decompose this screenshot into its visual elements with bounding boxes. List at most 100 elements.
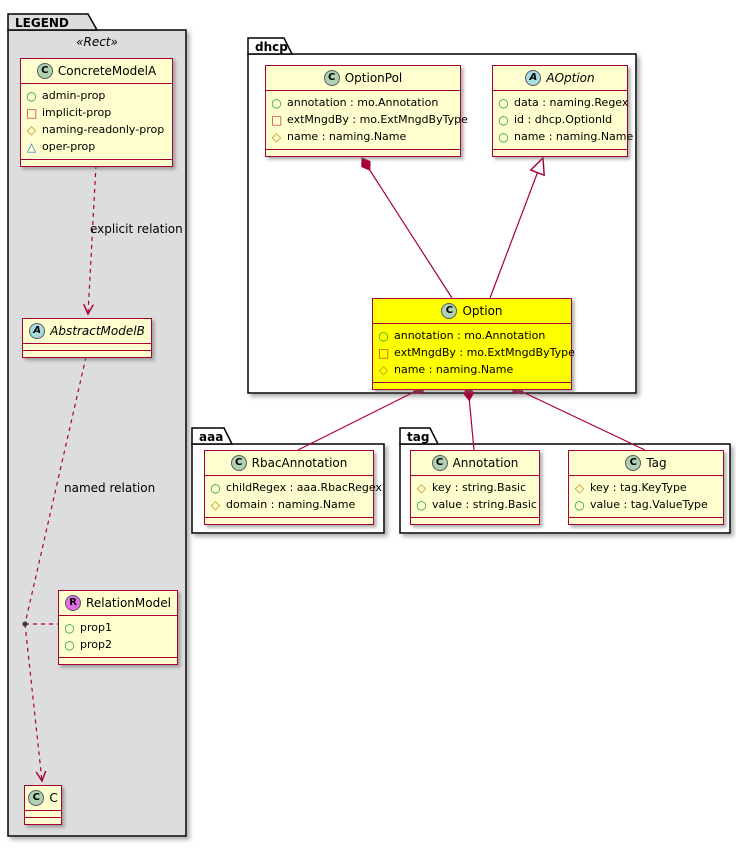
attribute-text: oper-prop xyxy=(42,140,96,153)
attribute-text: id : dhcp.OptionId xyxy=(514,113,613,126)
class-spot-icon: C xyxy=(28,790,45,806)
attributes-compartment: ○ admin-prop □ implicit-prop ◇ naming-re… xyxy=(21,83,172,159)
attributes-compartment: ○ prop1 ○ prop2 xyxy=(59,615,177,657)
private-visibility-icon: □ xyxy=(26,105,38,120)
class-c: C C xyxy=(24,785,62,825)
attribute-row: ◇ name : naming.Name xyxy=(378,361,566,378)
public-visibility-icon: ○ xyxy=(64,637,75,652)
attributes-compartment xyxy=(25,810,61,817)
attribute-text: implicit-prop xyxy=(42,106,112,119)
public-visibility-icon: ○ xyxy=(416,497,427,512)
relation-spot-icon: R xyxy=(65,595,82,611)
attribute-row: ○ value : string.Basic xyxy=(416,496,537,513)
class-rbacannotation: C RbacAnnotation ○ childRegex : aaa.Rbac… xyxy=(204,450,382,525)
attributes-compartment xyxy=(23,343,151,350)
class-header: A AOption xyxy=(493,66,627,90)
class-name: AOption xyxy=(546,71,595,85)
attribute-row: ◇ key : tag.KeyType xyxy=(574,479,718,496)
abstract-spot-icon: A xyxy=(525,70,542,86)
attribute-text: key : string.Basic xyxy=(432,481,527,494)
attribute-text: name : naming.Name xyxy=(287,130,407,143)
attributes-compartment: ○ annotation : mo.Annotation □ extMngdBy… xyxy=(266,90,468,149)
attribute-text: naming-readonly-prop xyxy=(42,123,165,136)
protected-visibility-icon: ◇ xyxy=(271,129,282,144)
class-name: RbacAnnotation xyxy=(251,456,348,470)
class-aoption: A AOption ○ data : naming.Regex ○ id : d… xyxy=(492,65,633,157)
package-visibility-icon: △ xyxy=(26,139,37,154)
tag-package-title: tag xyxy=(407,430,430,444)
attribute-row: □ extMngdBy : mo.ExtMngdByType xyxy=(271,111,468,128)
public-visibility-icon: ○ xyxy=(271,95,282,110)
attributes-compartment: ○ data : naming.Regex ○ id : dhcp.Option… xyxy=(493,90,633,149)
class-name: Annotation xyxy=(452,456,519,470)
edge-tag-option-composition xyxy=(509,384,646,451)
class-spot-icon: C xyxy=(36,63,53,79)
explicit-relation-label: explicit relation xyxy=(90,222,183,236)
attribute-row: ○ name : naming.Name xyxy=(498,128,633,145)
protected-visibility-icon: ◇ xyxy=(416,480,427,495)
protected-visibility-icon: ◇ xyxy=(26,122,37,137)
class-name: C xyxy=(49,791,58,805)
dhcp-package-title: dhcp xyxy=(255,40,288,54)
class-header: C C xyxy=(25,786,61,810)
class-header: R RelationModel xyxy=(59,591,177,615)
attribute-text: name : naming.Name xyxy=(394,363,514,376)
class-name: Tag xyxy=(646,456,667,470)
protected-visibility-icon: ◇ xyxy=(574,480,585,495)
attribute-row: ○ annotation : mo.Annotation xyxy=(271,94,455,111)
attribute-text: prop2 xyxy=(80,638,112,651)
public-visibility-icon: ○ xyxy=(64,620,75,635)
methods-compartment xyxy=(21,159,172,166)
class-name: ConcreteModelA xyxy=(57,64,157,78)
attribute-text: annotation : mo.Annotation xyxy=(287,96,439,109)
attribute-text: prop1 xyxy=(80,621,112,634)
methods-compartment xyxy=(569,517,723,524)
attribute-row: ○ value : tag.ValueType xyxy=(574,496,718,513)
attribute-row: ◇ naming-readonly-prop xyxy=(26,121,167,138)
class-header: A AbstractModelB xyxy=(23,319,151,343)
private-visibility-icon: □ xyxy=(378,345,390,360)
class-abstractmodelb: A AbstractModelB xyxy=(22,318,152,358)
edge-named-relation-lower xyxy=(24,623,47,783)
methods-compartment xyxy=(266,149,460,156)
attributes-compartment: ○ childRegex : aaa.RbacRegex ◇ domain : … xyxy=(205,475,382,517)
class-spot-icon: C xyxy=(625,455,642,471)
protected-visibility-icon: ◇ xyxy=(210,497,221,512)
aaa-package-title: aaa xyxy=(199,430,224,444)
attribute-text: value : tag.ValueType xyxy=(590,498,708,511)
class-concretemodela: C ConcreteModelA ○ admin-prop □ implicit… xyxy=(20,58,173,167)
attribute-text: admin-prop xyxy=(42,89,106,102)
class-header: C Option xyxy=(373,299,571,323)
legend-package-title: LEGEND xyxy=(15,16,69,30)
attribute-row: ◇ key : string.Basic xyxy=(416,479,534,496)
public-visibility-icon: ○ xyxy=(210,480,221,495)
class-spot-icon: C xyxy=(441,303,458,319)
attribute-row: ◇ name : naming.Name xyxy=(271,128,455,145)
methods-compartment xyxy=(23,350,151,357)
class-name: Option xyxy=(462,304,503,318)
class-header: C Tag xyxy=(569,451,723,475)
abstract-spot-icon: A xyxy=(29,323,46,339)
public-visibility-icon: ○ xyxy=(26,88,37,103)
methods-compartment xyxy=(373,382,571,389)
class-tag: C Tag ◇ key : tag.KeyType ○ value : tag.… xyxy=(568,450,724,525)
attribute-text: name : naming.Name xyxy=(514,130,634,143)
attribute-text: data : naming.Regex xyxy=(514,96,629,109)
edge-option-optionpol-composition xyxy=(361,157,453,299)
attribute-row: ○ data : naming.Regex xyxy=(498,94,628,111)
methods-compartment xyxy=(25,817,61,824)
methods-compartment xyxy=(411,517,539,524)
class-annotation: C Annotation ◇ key : string.Basic ○ valu… xyxy=(410,450,540,525)
attributes-compartment: ◇ key : string.Basic ○ value : string.Ba… xyxy=(411,475,539,517)
protected-visibility-icon: ◇ xyxy=(378,362,389,377)
class-name: RelationModel xyxy=(86,596,171,610)
attributes-compartment: ○ annotation : mo.Annotation □ extMngdBy… xyxy=(373,323,575,382)
private-visibility-icon: □ xyxy=(271,112,283,127)
class-header: C Annotation xyxy=(411,451,539,475)
attribute-row: △ oper-prop xyxy=(26,138,167,155)
class-option: C Option ○ annotation : mo.Annotation □ … xyxy=(372,298,575,390)
class-spot-icon: C xyxy=(323,70,340,86)
methods-compartment xyxy=(493,149,627,156)
attribute-row: ○ prop1 xyxy=(64,619,172,636)
attribute-row: □ implicit-prop xyxy=(26,104,167,121)
